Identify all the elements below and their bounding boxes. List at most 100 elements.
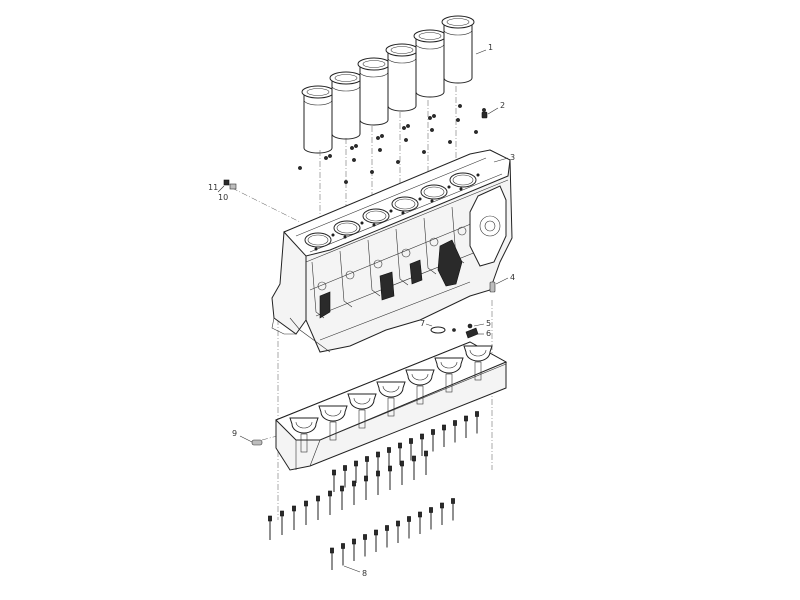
cylinder-bore-inner	[365, 210, 387, 222]
callout-2: 2	[500, 101, 505, 110]
block-rib	[339, 250, 353, 308]
seal-ring	[402, 126, 406, 130]
block-rib	[395, 228, 409, 286]
bolt	[316, 495, 320, 520]
bolt	[387, 447, 391, 470]
seal-ring	[298, 166, 302, 170]
seal-ring	[406, 124, 410, 128]
bolt	[407, 516, 411, 539]
cylinder-bore-inner	[423, 186, 445, 198]
cylinder-liner	[385, 43, 419, 112]
bearing-saddle	[434, 357, 464, 374]
bolt	[374, 529, 378, 552]
head-bolt-hole	[418, 197, 422, 201]
boss	[401, 248, 411, 258]
plug-small-part	[251, 439, 263, 446]
seal-ring	[474, 130, 478, 134]
bolt	[341, 543, 345, 566]
bolt	[376, 470, 380, 495]
leader-lines	[217, 49, 509, 573]
cylinder-liner	[329, 71, 363, 140]
bolt	[442, 424, 446, 447]
callout-5: 5	[486, 319, 491, 328]
boss	[345, 270, 355, 280]
callout-9: 9	[232, 429, 237, 438]
saddle-web	[445, 373, 453, 393]
bearing-saddle	[463, 345, 493, 362]
bolt	[376, 451, 380, 474]
bolt	[385, 525, 389, 548]
callout-3: 3	[510, 153, 515, 162]
bolt	[440, 502, 444, 525]
bolt	[268, 515, 272, 540]
cylinder-liner	[413, 29, 447, 98]
bolt	[431, 429, 435, 452]
bearing-saddle-inner	[469, 349, 487, 357]
seal-ring	[380, 134, 384, 138]
bolt	[451, 498, 455, 521]
cylinder-bore-inner	[452, 174, 474, 186]
seal-ring	[376, 136, 380, 140]
cylinder-liner	[357, 57, 391, 126]
seal-ring	[354, 144, 358, 148]
seal-ring	[422, 150, 426, 154]
callout-6: 6	[486, 329, 491, 338]
cylinder-bore-inner	[307, 234, 329, 246]
fitting-parts	[223, 179, 237, 190]
head-bolt-hole	[401, 211, 405, 215]
seal-ring	[370, 170, 374, 174]
seal-ring	[430, 128, 434, 132]
callout-labels: 1 2 3 4 5 6 7 8 9 10 11	[208, 43, 515, 578]
bolt	[398, 442, 402, 465]
seal-ring	[404, 138, 408, 142]
bolt	[330, 547, 334, 570]
seal-ring	[324, 156, 328, 160]
seal-ring	[350, 146, 354, 150]
seal-ring	[482, 108, 486, 112]
bolt	[280, 510, 284, 535]
bolt	[388, 465, 392, 490]
bolt	[354, 460, 358, 483]
seal-ring	[328, 154, 332, 158]
bolt	[363, 534, 367, 557]
boss	[429, 237, 439, 247]
head-bolt-hole	[331, 233, 335, 237]
bolt	[464, 415, 468, 438]
block-rib	[367, 239, 381, 297]
seal-ring	[448, 140, 452, 144]
bearing-saddle-inner	[295, 421, 313, 429]
bolt	[352, 480, 356, 505]
head-bolt-hole	[314, 247, 318, 251]
bearing-saddle-inner	[382, 385, 400, 393]
bolt	[340, 485, 344, 510]
bolt	[412, 455, 416, 480]
bolt	[418, 511, 422, 534]
saddle-web	[300, 433, 308, 453]
bolt	[475, 411, 479, 434]
bearing-ladder-frame	[275, 341, 508, 471]
bearing-saddle	[289, 417, 319, 434]
bolt	[420, 433, 424, 456]
bearing-saddle	[318, 405, 348, 422]
head-bolt-hole	[343, 235, 347, 239]
boss	[373, 259, 383, 269]
bolt	[396, 520, 400, 543]
cylinder-liner	[301, 85, 335, 154]
saddle-web	[474, 361, 482, 381]
cylinder-bore-inner	[336, 222, 358, 234]
bearing-saddle	[405, 369, 435, 386]
seal-ring	[458, 104, 462, 108]
seal-ring	[432, 114, 436, 118]
cylinder-liners	[301, 15, 475, 154]
bolt	[429, 507, 433, 530]
liner-seal-rings	[298, 104, 486, 184]
head-bolt-hole	[389, 209, 393, 213]
bearing-saddle-inner	[411, 373, 429, 381]
bearing-saddle	[376, 381, 406, 398]
bolt	[453, 420, 457, 443]
callout-8: 8	[362, 569, 367, 578]
bolt	[400, 460, 404, 485]
seal-ring	[428, 116, 432, 120]
callout-4: 4	[510, 273, 515, 282]
